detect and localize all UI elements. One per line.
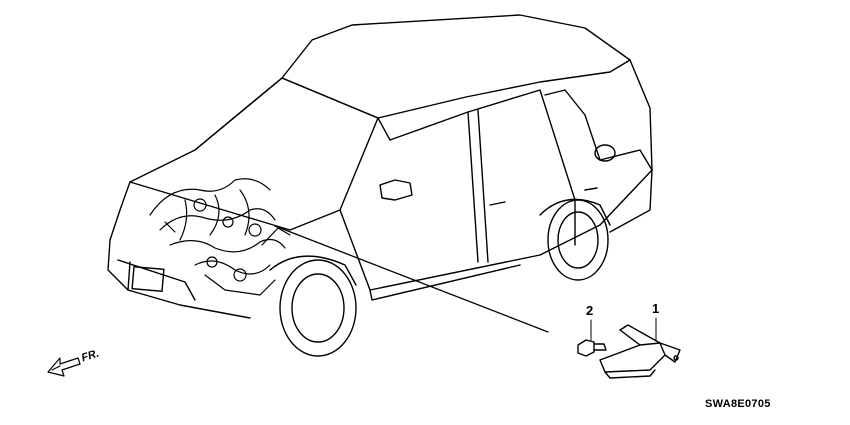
part-1-bracket xyxy=(599,324,681,379)
vehicle-body xyxy=(107,14,653,319)
rear-wheel xyxy=(539,198,611,281)
callout-1: 1 xyxy=(652,301,660,316)
callout-2: 2 xyxy=(586,303,594,318)
leader-line xyxy=(274,225,549,333)
engine-wire-harness xyxy=(149,178,291,296)
front-direction-arrow-icon xyxy=(47,357,81,377)
diagram-code: SWA8E0705 xyxy=(705,398,771,410)
front-wheel xyxy=(269,255,357,357)
part-2-bolt xyxy=(577,339,607,357)
